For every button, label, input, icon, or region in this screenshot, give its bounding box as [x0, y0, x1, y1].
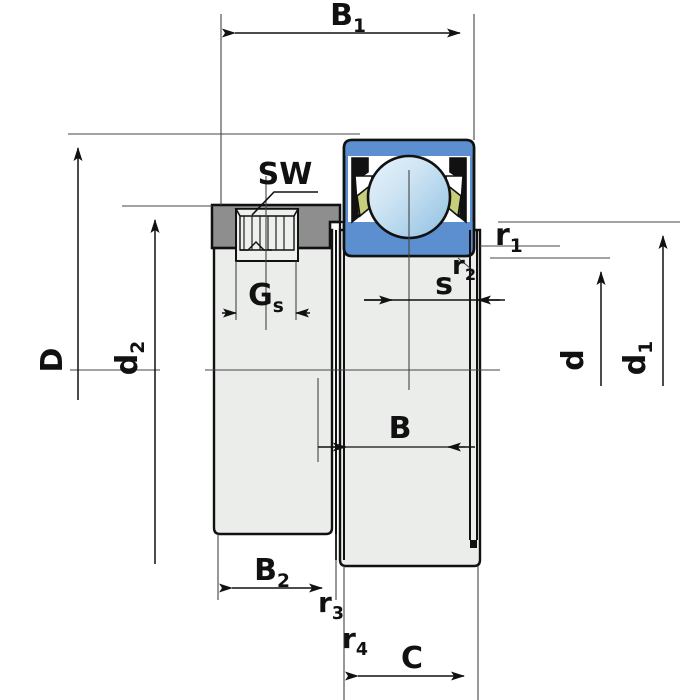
sleeve-right-step-detail [470, 540, 477, 548]
dimension-s: s [364, 267, 505, 305]
leader-line-SW [251, 191, 318, 216]
grub-screw-socket-bottom-vee [240, 241, 272, 251]
locking-collar-outline [210, 203, 342, 250]
dimension-label-C: C [401, 641, 423, 676]
dimension-label-D: D [35, 348, 70, 373]
dimension-label-B1: B1 [330, 0, 366, 37]
dimension-label-SW: SW [258, 157, 313, 192]
eccentric-collar-body [212, 228, 334, 536]
dimension-r2: r2 [452, 251, 476, 284]
dimension-label-r4: r4 [342, 622, 368, 660]
dimension-label-d: d [556, 349, 591, 370]
bearing-seat-step [338, 220, 344, 230]
dimension-label-r2: r2 [452, 251, 476, 284]
dimension-B1: B1 [220, 0, 475, 205]
bearing-assembly-geometry [210, 138, 482, 568]
dimension-D: D [35, 133, 360, 400]
grub-screw-thread-lines [243, 216, 285, 250]
dimension-r3: r3 [318, 586, 344, 624]
dimension-C: C [345, 566, 479, 700]
dimension-r1: r1 [480, 218, 560, 257]
dimension-label-Gs: Gs [248, 278, 284, 317]
dimension-label-B2: B2 [254, 553, 290, 592]
dimension-label-s: s [435, 267, 453, 302]
dimension-Gs: Gs [222, 261, 310, 320]
dimension-label-r3: r3 [318, 586, 344, 624]
grub-screw-chamfer-top [234, 208, 300, 217]
dimension-B2: B2 [217, 534, 337, 600]
dimension-label-d1: d1 [618, 341, 657, 375]
dimension-label-d2: d2 [110, 341, 149, 375]
extension-and-centre-lines [70, 170, 500, 390]
dimension-label-B: B [389, 411, 412, 446]
outer-ring-upper-band [344, 140, 474, 156]
dimension-B: B [317, 378, 475, 462]
bearing-outline-restroke [342, 138, 476, 258]
inner-ring-sleeve-body [338, 228, 482, 568]
dimension-SW: SW [251, 157, 318, 216]
dimension-label-r1: r1 [495, 218, 523, 257]
leader-line-r2 [457, 257, 471, 269]
dimension-d2: d2 [110, 205, 212, 564]
dimension-r4: r4 [342, 566, 368, 700]
dimension-d1: d1 [498, 221, 680, 386]
dimension-d: d [490, 257, 610, 386]
